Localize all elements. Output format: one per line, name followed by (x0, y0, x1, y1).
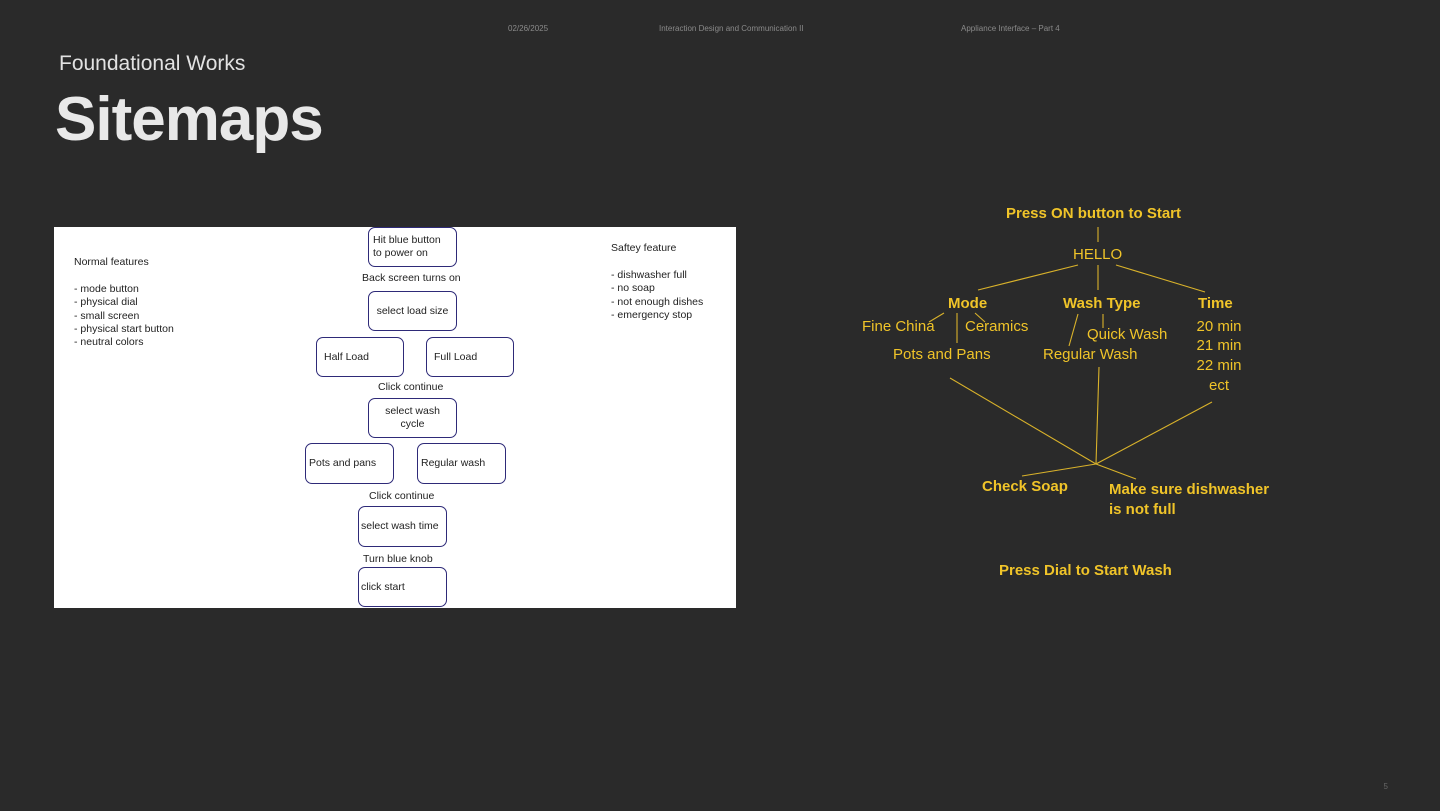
time-label: Time (1198, 295, 1233, 312)
page-number: 5 (1383, 782, 1388, 791)
list-item: dishwasher full (611, 269, 703, 282)
connector-line (1095, 463, 1137, 480)
check-soap-label: Check Soap (982, 478, 1068, 495)
normal-features-list: mode button physical dial small screen p… (74, 283, 174, 349)
quick-wash-label: Quick Wash (1087, 326, 1168, 343)
not-full-label-line2: is not full (1109, 501, 1176, 518)
slide-title: Sitemaps (55, 85, 324, 154)
regular-wash-label: Regular Wash (1043, 346, 1138, 363)
time-20-label: 20 min (1196, 318, 1242, 335)
list-item: physical start button (74, 323, 173, 336)
press-dial-label: Press Dial to Start Wash (999, 562, 1172, 579)
wash-time-step: select wash time (358, 506, 447, 547)
regular-wash-step: Regular wash (417, 443, 506, 484)
header-project: Appliance Interface – Part 4 (961, 24, 1060, 33)
full-load-step: Full Load (426, 337, 514, 377)
pots-and-pans-step: Pots and pans (305, 443, 394, 484)
slide-kicker: Foundational Works (59, 52, 246, 75)
wash-type-label: Wash Type (1063, 295, 1141, 312)
normal-features-title: Normal features (74, 256, 149, 268)
power-on-step: Hit blue button to power on (368, 227, 457, 267)
connector-line (1095, 366, 1100, 465)
header-date: 02/26/2025 (508, 24, 549, 33)
knob-label: Turn blue knob (363, 553, 433, 565)
connector-line (974, 312, 986, 323)
connector-line (928, 312, 945, 323)
mode-label: Mode (948, 295, 988, 312)
sitemap-flowchart-panel: Normal features mode button physical dia… (54, 227, 736, 608)
ceramics-label: Ceramics (965, 318, 1029, 335)
connector-line (1115, 264, 1206, 293)
list-item: mode button (74, 283, 174, 296)
connector-line (977, 264, 1079, 291)
continue-label-1: Click continue (378, 381, 444, 393)
list-item: physical dial (74, 296, 174, 309)
not-full-label-line1: Make sure dishwasher (1109, 481, 1270, 498)
wash-cycle-step: select wash cycle (368, 398, 457, 438)
hello-label: HELLO (1073, 246, 1123, 263)
list-item: neutral colors (74, 336, 174, 349)
header-course: Interaction Design and Communication II (659, 24, 804, 33)
safety-feature-list: dishwasher full no soap not enough dishe… (611, 269, 703, 322)
time-21-label: 21 min (1196, 337, 1242, 354)
press-on-label: Press ON button to Start (1006, 205, 1182, 222)
list-item: no soap (611, 282, 703, 295)
time-etc-label: ect (1208, 377, 1230, 394)
fine-china-label: Fine China (862, 318, 935, 335)
connector-line (1095, 401, 1213, 465)
half-load-step: Half Load (316, 337, 404, 377)
safety-feature-title: Saftey feature (611, 242, 677, 254)
connector-line (1068, 313, 1079, 347)
continue-label-2: Click continue (369, 490, 435, 502)
click-start-step: click start (358, 567, 447, 607)
list-item: small screen (74, 310, 174, 323)
connector-line (1021, 463, 1097, 477)
pots-pans-label: Pots and Pans (893, 346, 991, 363)
list-item: not enough dishes (611, 296, 703, 309)
screen-on-label: Back screen turns on (362, 272, 461, 284)
time-22-label: 22 min (1196, 357, 1242, 374)
connector-line (949, 377, 1097, 465)
load-size-step: select load size (368, 291, 457, 331)
list-item: emergency stop (611, 309, 703, 322)
